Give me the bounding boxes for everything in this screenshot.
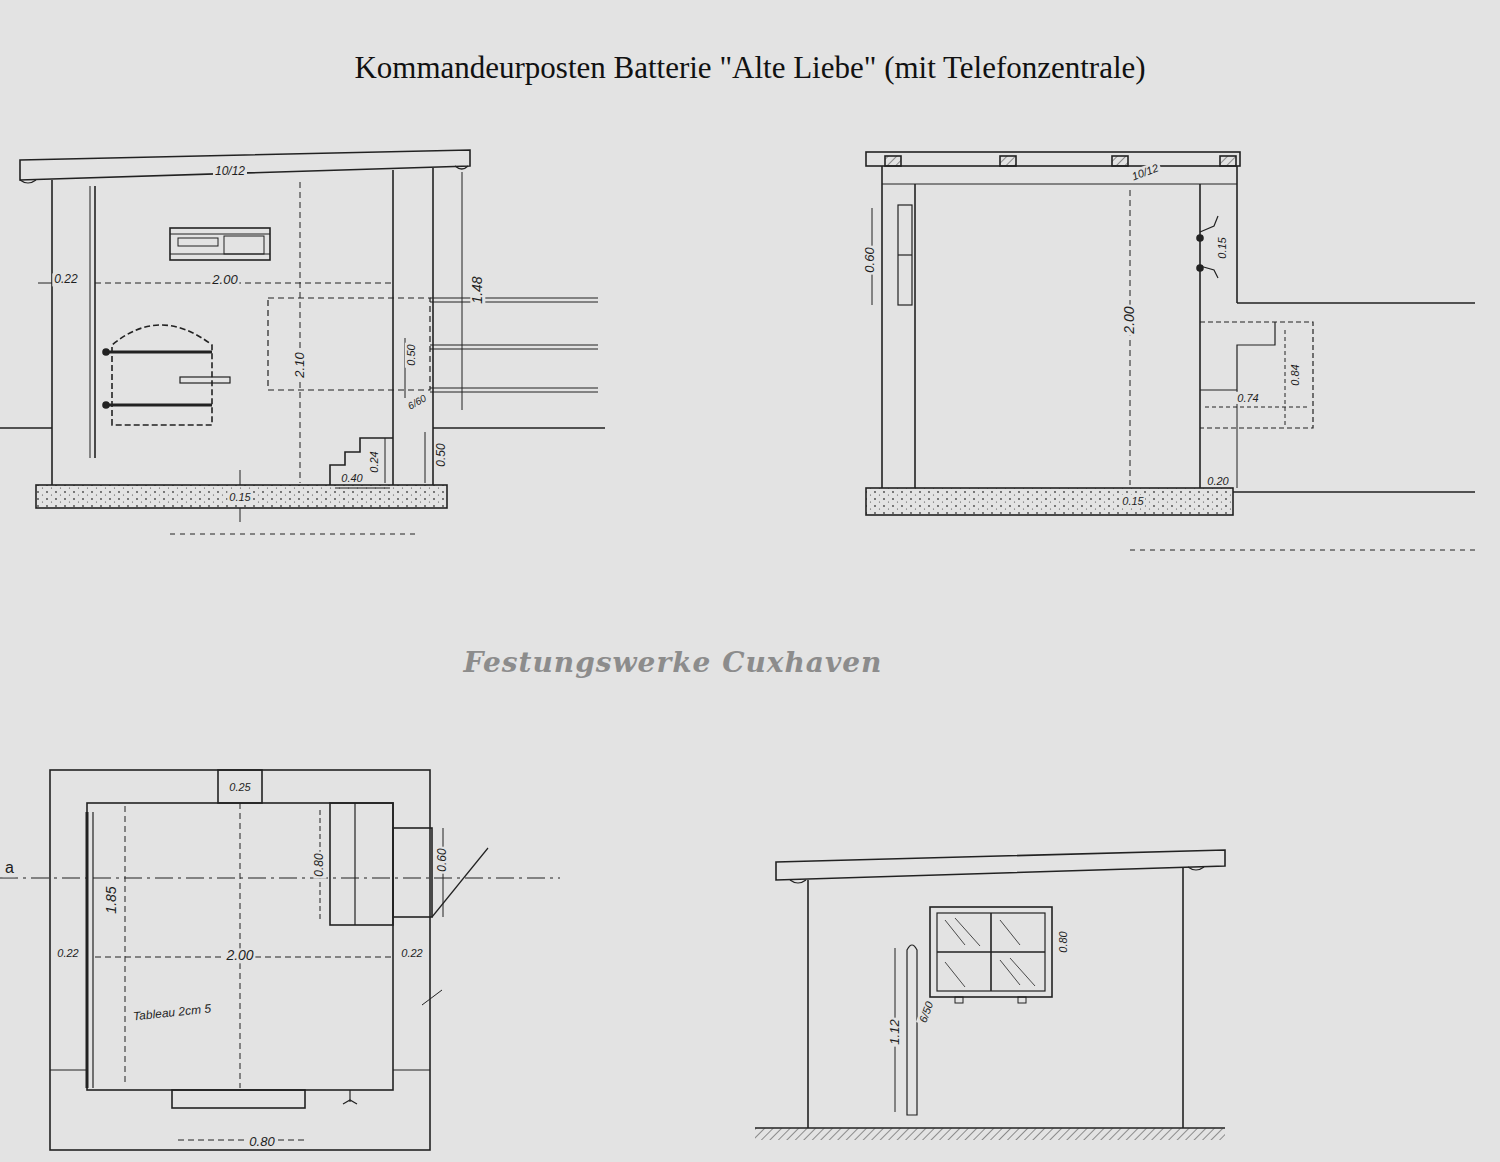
dimension: 0.80	[313, 851, 326, 878]
dimension: 0.60	[863, 245, 877, 274]
side-elevation	[755, 850, 1225, 1140]
dimension: 0.24	[368, 449, 380, 474]
floor-plan	[0, 770, 560, 1150]
dimension: 0.84	[1289, 362, 1301, 387]
dimension: 0.25	[227, 781, 252, 793]
dimension: 2.10	[293, 350, 307, 379]
dimension: 0.50	[435, 441, 448, 468]
dimension: 1.48	[470, 274, 485, 305]
section-mark: a	[3, 859, 16, 877]
dimension: 0.50	[405, 342, 417, 367]
dimension: 1.12	[888, 1017, 902, 1046]
dimension: 0.22	[52, 273, 79, 286]
dimension: 6/60	[404, 391, 430, 412]
dimension: 0.60	[436, 846, 449, 873]
dimension: 2.00	[1122, 304, 1137, 335]
sheet-title: Kommandeurposten Batterie "Alte Liebe" (…	[0, 50, 1500, 86]
dimension: 0.74	[1235, 392, 1260, 404]
dimension: 0.80	[1057, 929, 1069, 954]
dimension: 2.00	[224, 948, 255, 963]
dimension: 0.80	[247, 1135, 276, 1149]
dimension: 10/12	[213, 165, 247, 178]
dimension: 0.15	[1120, 495, 1145, 507]
dimension: 0.22	[399, 947, 424, 959]
dimension: 0.40	[339, 472, 364, 484]
dimension: 6/50	[916, 998, 936, 1026]
note-text: Tableau 2cm 5	[130, 1002, 213, 1024]
section-view-a	[0, 150, 605, 534]
section-view-b	[866, 152, 1475, 550]
watermark: Festungswerke Cuxhaven	[462, 648, 885, 679]
dimension: 2.00	[210, 273, 239, 287]
dimension: 0.22	[55, 947, 80, 959]
dimension: 1.85	[104, 884, 119, 915]
dimension: 0.20	[1205, 475, 1230, 487]
dimension: 0.15	[1216, 235, 1228, 260]
dimension: 0.15	[227, 491, 252, 503]
